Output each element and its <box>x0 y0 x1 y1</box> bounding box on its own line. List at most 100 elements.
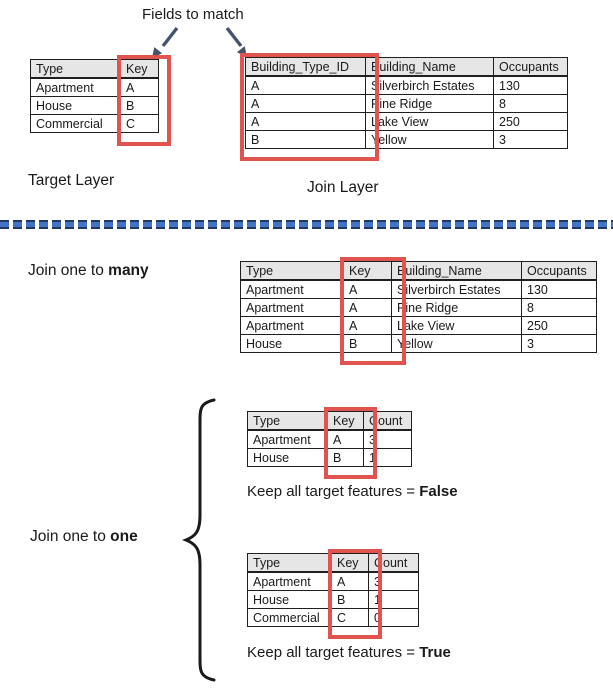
count-table-false: Type Key Count Apartment A 3 House B 1 <box>247 411 412 467</box>
cell: A <box>343 316 392 335</box>
curly-brace-icon <box>181 398 216 682</box>
cell: 3 <box>521 334 597 353</box>
table-row: Commercial C <box>30 114 159 133</box>
cell: Apartment <box>247 571 332 591</box>
column-header: Occupants <box>493 57 568 77</box>
join-one-to-many-table: Type Key Building_Name Occupants Apartme… <box>240 261 597 353</box>
column-header: Count <box>368 553 419 573</box>
cell: A <box>245 94 366 113</box>
table-row: House B Yellow 3 <box>240 334 597 353</box>
column-header: Type <box>240 261 344 281</box>
cell: Commercial <box>30 114 121 133</box>
column-header: Type <box>30 59 121 79</box>
cell: 8 <box>493 94 568 113</box>
table-row: Apartment A 3 <box>247 429 412 449</box>
table-row: Apartment A Lake View 250 <box>240 316 597 335</box>
table-header-row: Building_Type_ID Building_Name Occupants <box>245 57 568 77</box>
cell: House <box>240 334 344 353</box>
table-row: Apartment A Pine Ridge 8 <box>240 298 597 317</box>
table-row: Apartment A Silverbirch Estates 130 <box>240 279 597 299</box>
cell: C <box>120 114 159 133</box>
column-header: Key <box>331 553 369 573</box>
fields-to-match-arrows <box>152 26 247 58</box>
keep-true-caption: Keep all target features = True <box>247 644 451 661</box>
table-row: B Yellow 3 <box>245 130 568 149</box>
cell: A <box>120 77 159 97</box>
cell: 8 <box>521 298 597 317</box>
cell: A <box>327 429 364 449</box>
arrow-down-right-icon <box>225 26 247 57</box>
cell: Commercial <box>247 608 332 627</box>
column-header: Key <box>120 59 159 79</box>
table-header-row: Type Key <box>30 59 159 79</box>
section-divider <box>0 220 613 229</box>
cell: 3 <box>493 130 568 149</box>
target-layer-label: Target Layer <box>28 172 115 189</box>
join-one-to-many-label: Join one to many <box>28 262 149 280</box>
cell: House <box>247 448 328 467</box>
column-header: Key <box>343 261 392 281</box>
column-header: Building_Name <box>391 261 522 281</box>
arrow-down-left-icon <box>152 26 179 58</box>
count-table-false-wrap: Type Key Count Apartment A 3 House B 1 <box>247 407 412 479</box>
caption-text: Keep all target features = <box>247 483 420 500</box>
column-header: Key <box>327 411 364 431</box>
cell: Pine Ridge <box>391 298 522 317</box>
cell: 250 <box>493 112 568 131</box>
cell: House <box>30 96 121 115</box>
column-header: Type <box>247 411 328 431</box>
cell: C <box>331 608 369 627</box>
table-row: Apartment A 3 <box>247 571 419 591</box>
column-header: Building_Name <box>365 57 494 77</box>
cell: 3 <box>363 429 412 449</box>
label-text: Join one to <box>28 262 109 279</box>
column-header: Count <box>363 411 412 431</box>
table-row: House B 1 <box>247 448 412 467</box>
cell: Apartment <box>30 77 121 97</box>
cell: A <box>245 112 366 131</box>
cell: 250 <box>521 316 597 335</box>
join-layer-label: Join Layer <box>307 179 379 196</box>
table-header-row: Type Key Count <box>247 411 412 431</box>
table-header-row: Type Key Count <box>247 553 419 573</box>
cell: 3 <box>368 571 419 591</box>
caption-bold-text: False <box>419 483 458 500</box>
cell: Apartment <box>240 298 344 317</box>
cell: A <box>331 571 369 591</box>
cell: A <box>245 75 366 95</box>
cell: A <box>343 298 392 317</box>
caption-bold-text: True <box>419 644 451 661</box>
cell: House <box>247 590 332 609</box>
table-header-row: Type Key Building_Name Occupants <box>240 261 597 281</box>
join-layer-table-wrap: Building_Type_ID Building_Name Occupants… <box>240 53 568 161</box>
column-header: Building_Type_ID <box>245 57 366 77</box>
column-header: Type <box>247 553 332 573</box>
table-row: A Pine Ridge 8 <box>245 94 568 113</box>
cell: Yellow <box>365 130 494 149</box>
fields-to-match-label: Fields to match <box>142 6 244 23</box>
cell: Pine Ridge <box>365 94 494 113</box>
target-layer-table-wrap: Type Key Apartment A House B Commercial … <box>30 55 171 146</box>
cell: Apartment <box>240 279 344 299</box>
cell: A <box>343 279 392 299</box>
label-text: Join one to <box>30 528 111 545</box>
cell: 1 <box>368 590 419 609</box>
cell: Apartment <box>247 429 328 449</box>
join-layer-table: Building_Type_ID Building_Name Occupants… <box>245 57 568 149</box>
cell: Lake View <box>365 112 494 131</box>
cell: Silverbirch Estates <box>391 279 522 299</box>
table-row: House B <box>30 96 159 115</box>
join-one-to-many-table-wrap: Type Key Building_Name Occupants Apartme… <box>240 257 597 365</box>
cell: B <box>331 590 369 609</box>
table-row: Commercial C 0 <box>247 608 419 627</box>
cell: 130 <box>521 279 597 299</box>
count-table-true-wrap: Type Key Count Apartment A 3 House B 1 C… <box>247 549 419 639</box>
join-one-to-one-label: Join one to one <box>30 528 138 546</box>
label-bold-text: many <box>108 262 149 279</box>
caption-text: Keep all target features = <box>247 644 420 661</box>
table-row: House B 1 <box>247 590 419 609</box>
table-row: A Lake View 250 <box>245 112 568 131</box>
cell: 130 <box>493 75 568 95</box>
target-layer-table: Type Key Apartment A House B Commercial … <box>30 59 159 133</box>
cell: B <box>343 334 392 353</box>
